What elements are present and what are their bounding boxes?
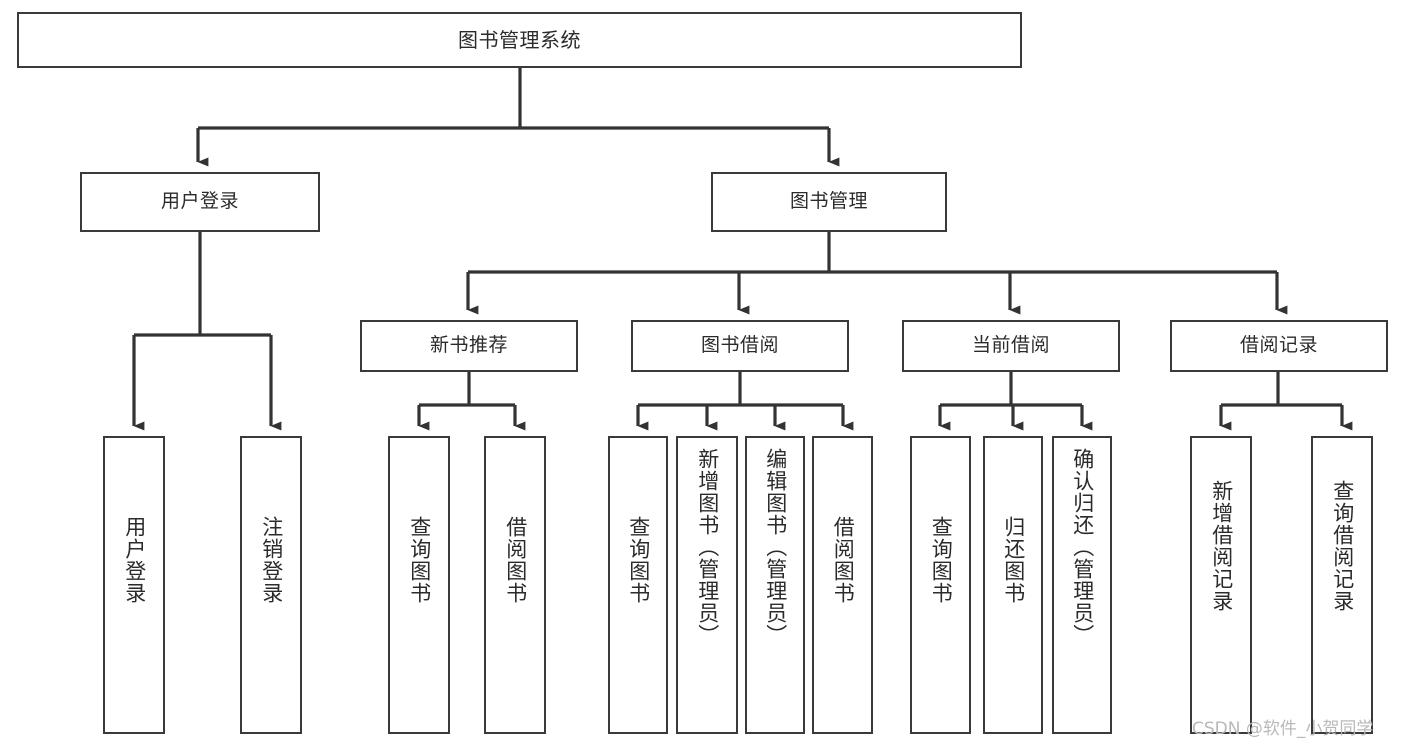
node-label: 借阅图书 [831,516,856,604]
leaf-borrow-book[interactable]: 借阅图书 [812,436,873,734]
node-label: 归还图书 [1001,516,1026,604]
node-label: 借阅图书 [503,516,528,604]
node-root-system[interactable]: 图书管理系统 [17,12,1022,68]
node-label: 注销登录 [259,516,284,604]
node-label: 图书管理系统 [458,27,581,52]
leaf-query-book-borrow[interactable]: 查询图书 [608,436,668,734]
leaf-edit-book-admin[interactable]: 编辑图书（管理员） [745,436,805,734]
node-book-management[interactable]: 图书管理 [711,172,947,232]
node-label: 新增图书（管理员） [695,448,720,646]
leaf-borrow-book-recommend[interactable]: 借阅图书 [484,436,546,734]
node-label: 当前借阅 [971,334,1050,357]
node-user-login[interactable]: 用户登录 [80,172,320,232]
node-label: 用户登录 [160,190,239,213]
leaf-confirm-return-admin[interactable]: 确认归还（管理员） [1052,436,1112,734]
leaf-query-book-current[interactable]: 查询图书 [910,436,971,734]
node-label: 图书借阅 [700,334,779,357]
node-label: 新增借阅记录 [1209,480,1234,612]
leaf-logout[interactable]: 注销登录 [240,436,302,734]
node-label: 查询借阅记录 [1330,480,1355,612]
node-label: 查询图书 [407,516,432,604]
node-label: 编辑图书（管理员） [763,448,788,646]
node-book-borrow[interactable]: 图书借阅 [631,320,849,372]
node-new-book-recommend[interactable]: 新书推荐 [360,320,578,372]
node-label: 用户登录 [122,516,147,604]
node-label: 借阅记录 [1239,334,1318,357]
leaf-return-book[interactable]: 归还图书 [983,436,1043,734]
node-label: 查询图书 [626,516,651,604]
csdn-watermark: CSDN @软件_小贺同学 [1192,719,1374,739]
node-label: 查询图书 [929,516,954,604]
node-current-borrow[interactable]: 当前借阅 [902,320,1120,372]
node-borrow-record[interactable]: 借阅记录 [1170,320,1388,372]
leaf-add-borrow-record[interactable]: 新增借阅记录 [1190,436,1252,734]
node-label: 新书推荐 [429,334,508,357]
leaf-add-book-admin[interactable]: 新增图书（管理员） [676,436,738,734]
node-label: 确认归还（管理员） [1070,448,1095,646]
leaf-user-login[interactable]: 用户登录 [103,436,165,734]
leaf-query-book-recommend[interactable]: 查询图书 [388,436,450,734]
node-label: 图书管理 [789,190,868,213]
leaf-query-borrow-record[interactable]: 查询借阅记录 [1311,436,1373,734]
